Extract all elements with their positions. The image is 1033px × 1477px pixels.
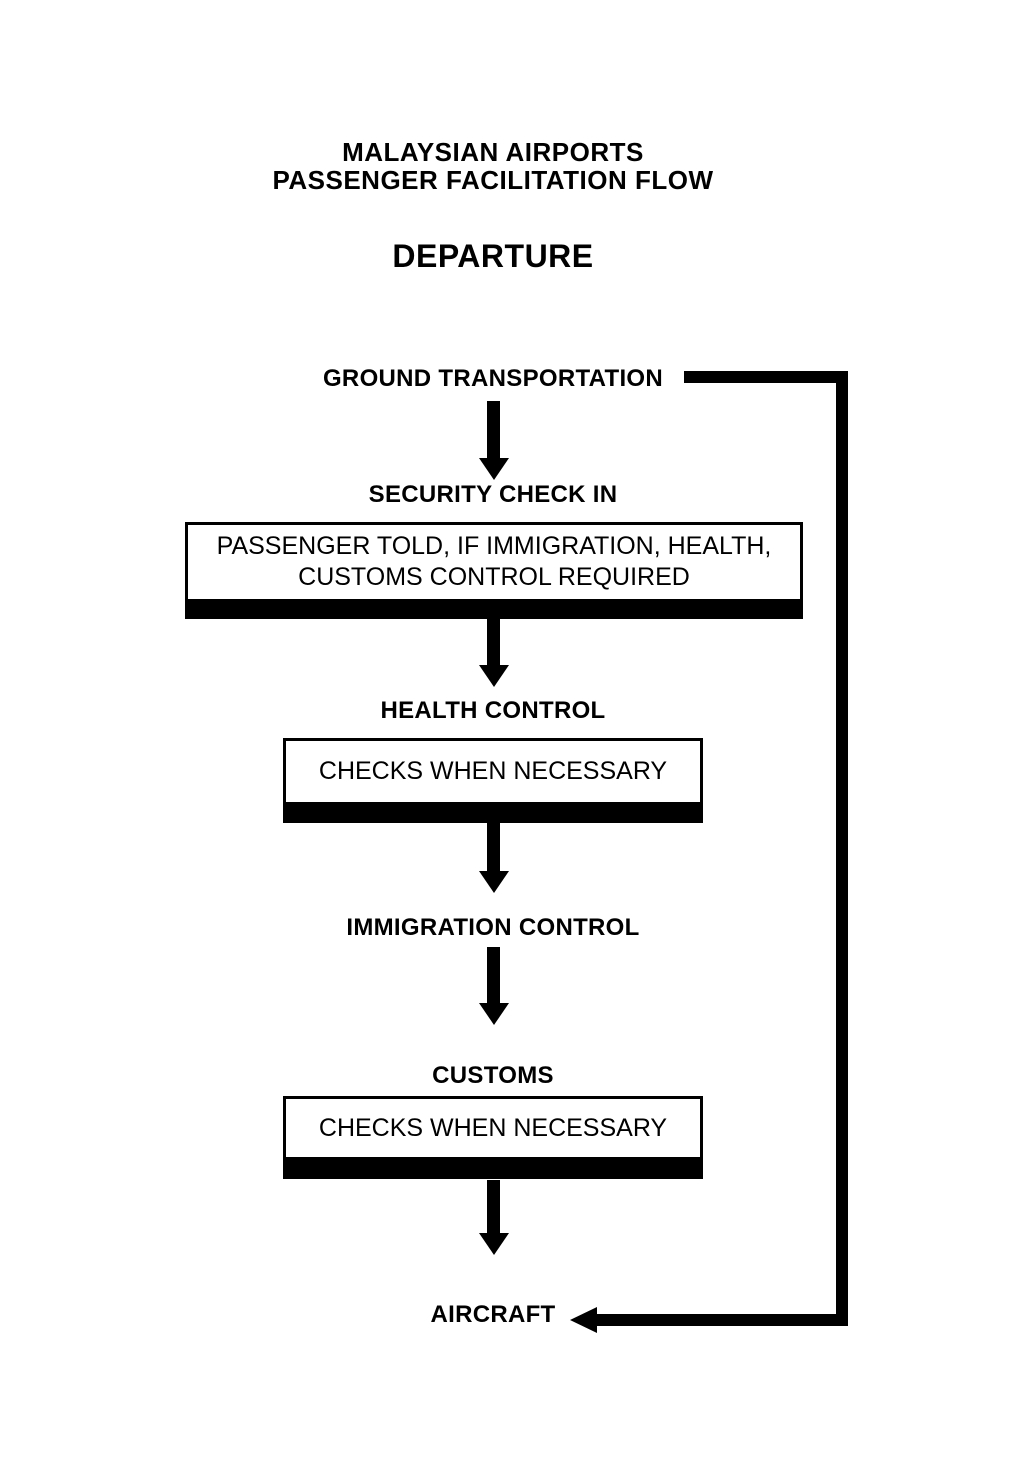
note-line-2: CUSTOMS CONTROL REQUIRED xyxy=(298,563,690,591)
node-label-security-check-in: SECURITY CHECK IN xyxy=(368,481,618,508)
note-box-security-check-in: PASSENGER TOLD, IF IMMIGRATION, HEALTH, … xyxy=(185,522,803,602)
note-box-health-control: CHECKS WHEN NECESSARY xyxy=(283,738,703,805)
arrow-down-head-icon xyxy=(479,1233,509,1255)
arrow-down-head-icon xyxy=(479,665,509,687)
diagram-title-line-2: PASSENGER FACILITATION FLOW xyxy=(272,165,714,195)
note-box-customs: CHECKS WHEN NECESSARY xyxy=(283,1096,703,1160)
arrow-down-head-icon xyxy=(479,1003,509,1025)
bypass-line-right xyxy=(836,371,848,1326)
arrow-down-icon xyxy=(487,401,500,458)
section-title: DEPARTURE xyxy=(392,238,594,274)
arrow-down-head-icon xyxy=(479,458,509,480)
arrow-left-head-icon xyxy=(570,1307,597,1333)
arrow-down-icon xyxy=(487,619,500,665)
note-box-shadow-bar xyxy=(185,602,803,619)
diagram-title-line-1: MALAYSIAN AIRPORTS xyxy=(342,137,644,167)
arrow-down-icon xyxy=(487,1180,500,1233)
node-label-immigration-control: IMMIGRATION CONTROL xyxy=(346,914,640,941)
diagram-title: MALAYSIAN AIRPORTS PASSENGER FACILITATIO… xyxy=(0,138,986,194)
note-box-shadow-bar xyxy=(283,805,703,823)
bypass-line-top xyxy=(684,371,848,383)
node-label-aircraft: AIRCRAFT xyxy=(430,1301,556,1328)
node-label-ground-transportation: GROUND TRANSPORTATION xyxy=(322,365,664,392)
arrow-down-head-icon xyxy=(479,871,509,893)
bypass-line-bottom xyxy=(594,1314,848,1326)
note-line-1: CHECKS WHEN NECESSARY xyxy=(318,1113,668,1142)
note-line-1: CHECKS WHEN NECESSARY xyxy=(318,757,668,785)
note-line-1: PASSENGER TOLD, IF IMMIGRATION, HEALTH, xyxy=(216,532,772,560)
node-label-customs: CUSTOMS xyxy=(432,1062,554,1089)
note-box-shadow-bar xyxy=(283,1160,703,1179)
arrow-down-icon xyxy=(487,947,500,1003)
node-label-health-control: HEALTH CONTROL xyxy=(380,697,606,724)
arrow-down-icon xyxy=(487,823,500,871)
